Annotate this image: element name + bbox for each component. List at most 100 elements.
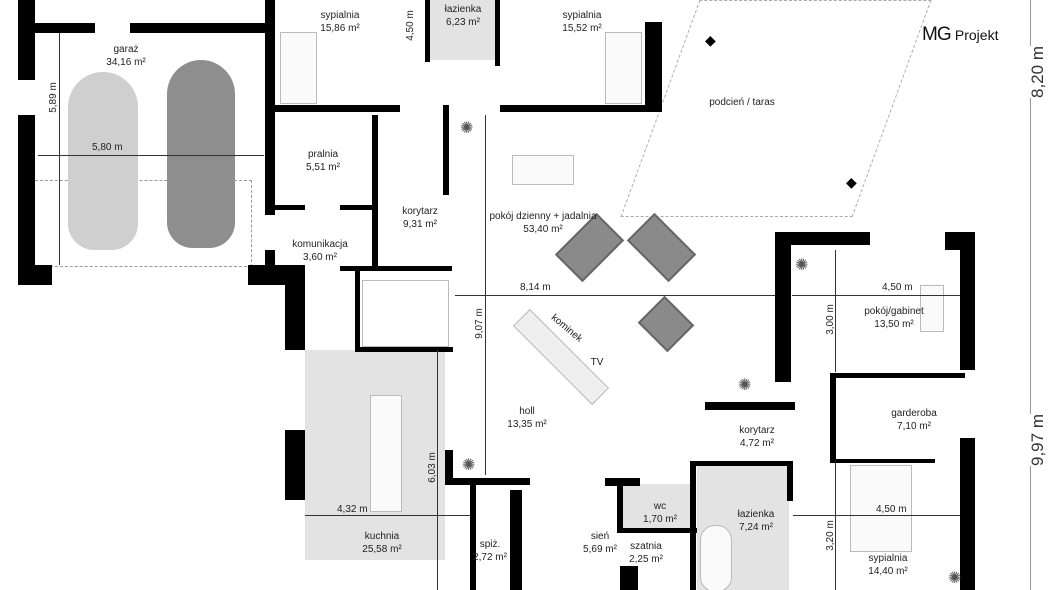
bed bbox=[850, 465, 912, 552]
stairs bbox=[362, 280, 449, 347]
dim-line bbox=[437, 350, 438, 590]
sofa bbox=[626, 212, 697, 283]
wall bbox=[355, 347, 453, 352]
wall bbox=[690, 461, 793, 466]
wall bbox=[960, 438, 975, 590]
wall bbox=[18, 115, 35, 285]
wall bbox=[285, 270, 305, 350]
room-name: spiż. bbox=[479, 539, 501, 550]
wall bbox=[690, 461, 696, 590]
room-name: garderoba bbox=[891, 408, 937, 419]
room-name: sypialnia bbox=[868, 553, 908, 564]
dim-garage-depth: 5,89 m bbox=[47, 82, 59, 113]
plant-icon: ✺ bbox=[460, 120, 474, 137]
room-area: 4,72 m² bbox=[740, 438, 774, 449]
room-name: łazienka bbox=[737, 509, 775, 520]
wall bbox=[265, 0, 275, 215]
dim-living-depth: 9,07 m bbox=[473, 308, 485, 339]
dim-office-depth: 3,00 m bbox=[824, 304, 836, 335]
dim-bedroom3-width: 4,50 m bbox=[876, 504, 907, 515]
bathroom1-floor bbox=[430, 0, 496, 60]
room-wc: wc 1,70 m² bbox=[643, 500, 677, 526]
wall bbox=[18, 23, 95, 33]
bed bbox=[605, 32, 642, 104]
room-bathroom2: łazienka 7,24 m² bbox=[738, 508, 775, 534]
wall bbox=[960, 232, 975, 370]
wall bbox=[130, 23, 275, 33]
room-area: 9,31 m² bbox=[403, 219, 437, 230]
room-area: 15,52 m² bbox=[562, 23, 602, 34]
wall bbox=[445, 478, 530, 485]
dim-line bbox=[38, 155, 264, 156]
dim-kitchen-depth: 6,03 m bbox=[426, 452, 438, 483]
dim-bedroom3-depth: 3,20 m bbox=[824, 520, 836, 551]
logo: MG Projekt bbox=[922, 24, 998, 46]
room-area: 34,16 m² bbox=[106, 57, 146, 68]
dining-table bbox=[512, 155, 574, 185]
room-name: pokój dzienny + jadalnia bbox=[489, 211, 597, 222]
wall bbox=[620, 566, 638, 590]
dim-line bbox=[59, 33, 60, 265]
room-name: pralnia bbox=[307, 149, 339, 160]
wall bbox=[372, 115, 378, 270]
room-pantry: spiż.2,72 m² bbox=[473, 538, 507, 564]
wall bbox=[340, 205, 378, 210]
room-area: 7,10 m² bbox=[897, 421, 931, 432]
wc-floor bbox=[622, 484, 690, 529]
car-dark bbox=[167, 60, 235, 248]
armchair bbox=[637, 295, 695, 353]
room-name: TV bbox=[590, 357, 604, 368]
room-name: garaż bbox=[113, 44, 139, 55]
wall bbox=[830, 459, 935, 463]
dim-bedroom1-depth: 4,50 m bbox=[404, 10, 416, 41]
wall bbox=[445, 450, 453, 485]
dim-living-width: 8,14 m bbox=[520, 282, 551, 293]
dim-garage-width: 5,80 m bbox=[92, 142, 123, 153]
kitchen-island bbox=[370, 395, 402, 512]
room-area: 1,70 m² bbox=[643, 514, 677, 525]
room-terrace: podcień / taras bbox=[709, 96, 775, 109]
room-name: sień bbox=[590, 531, 610, 542]
room-name: wc bbox=[653, 501, 667, 512]
room-area: 5,69 m² bbox=[583, 544, 617, 555]
room-area: 2,25 m² bbox=[629, 554, 663, 565]
wall bbox=[775, 232, 791, 382]
wall bbox=[340, 266, 452, 271]
plant-icon: ✺ bbox=[462, 457, 476, 474]
label-tv: TV bbox=[591, 356, 604, 369]
dim-kitchen-width: 4,32 m bbox=[337, 504, 368, 515]
room-area: 3,60 m² bbox=[303, 252, 337, 263]
wall bbox=[425, 0, 430, 62]
bed bbox=[280, 32, 317, 104]
room-name: kuchnia bbox=[364, 531, 400, 542]
room-name: szatnia bbox=[630, 541, 662, 552]
room-area: 13,50 m² bbox=[874, 319, 914, 330]
plant-icon: ✺ bbox=[738, 377, 752, 394]
wall bbox=[645, 22, 662, 112]
wall bbox=[470, 478, 476, 590]
wall bbox=[830, 373, 836, 463]
column-icon: ◆ bbox=[705, 32, 716, 48]
dim-line bbox=[1030, 0, 1031, 590]
wall bbox=[830, 373, 965, 378]
wall bbox=[617, 478, 623, 533]
room-name: holl bbox=[519, 406, 535, 417]
room-area: 15,86 m² bbox=[320, 23, 360, 34]
wall bbox=[495, 0, 500, 66]
wall bbox=[775, 232, 870, 245]
wall bbox=[18, 265, 52, 285]
room-area: 7,24 m² bbox=[739, 522, 773, 533]
dim-overall-right: 9,97 m bbox=[1027, 414, 1048, 466]
wall bbox=[705, 402, 795, 410]
room-name: pokój/gabinet bbox=[864, 306, 924, 317]
room-vestibule: sień 5,69 m² bbox=[583, 530, 617, 556]
wall bbox=[617, 528, 697, 533]
